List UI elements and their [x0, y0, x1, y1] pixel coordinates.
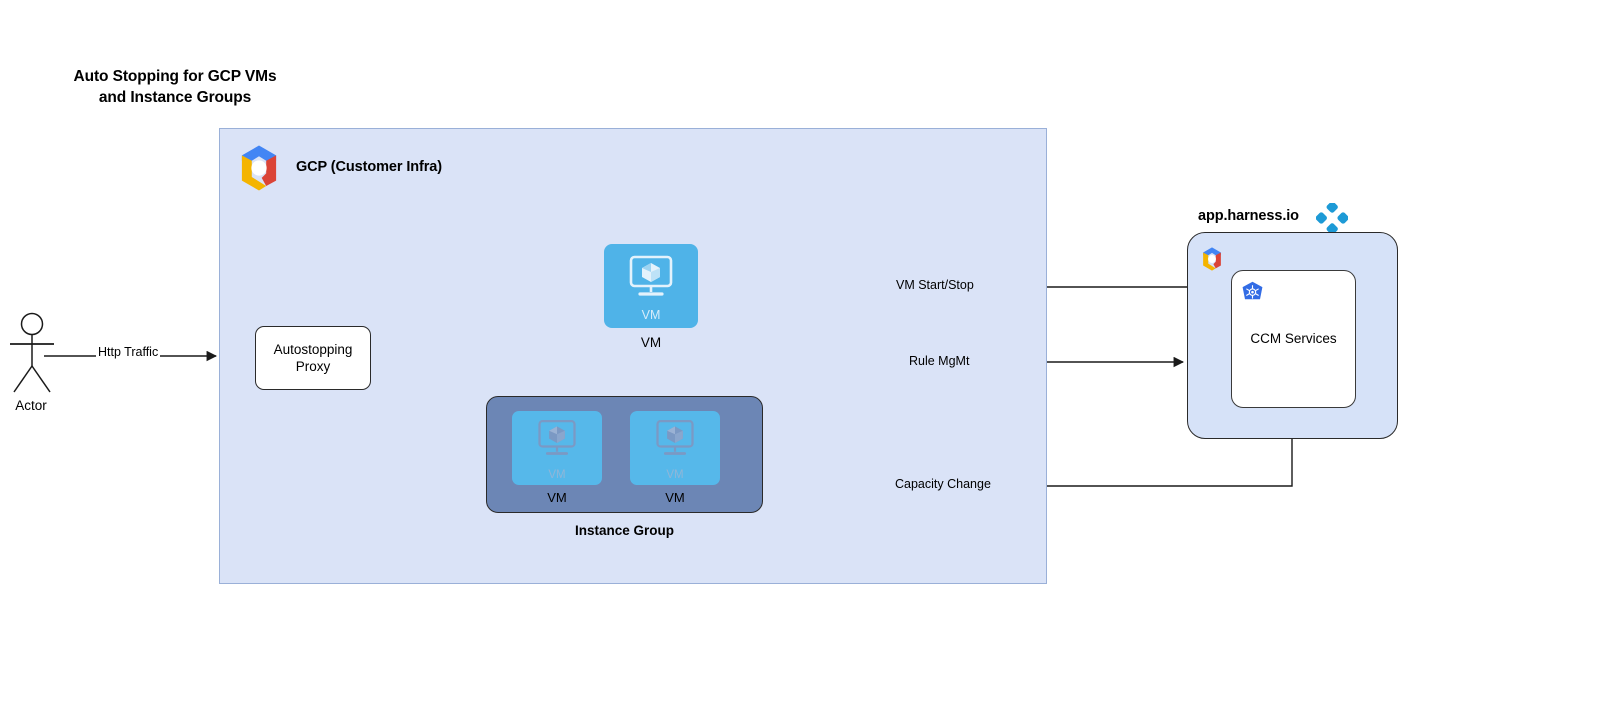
- edge-label-capacity-change: Capacity Change: [893, 477, 993, 491]
- instance-group-caption: Instance Group: [574, 523, 674, 538]
- edge-label-rule-mgmt: Rule MgMt: [907, 354, 972, 368]
- instance-group-vm-2-inner-label: VM: [666, 469, 684, 481]
- vm-caption: VM: [640, 335, 662, 350]
- instance-group-vm-2-caption: VM: [665, 490, 685, 505]
- edge-label-vm-start-stop: VM Start/Stop: [894, 278, 976, 292]
- harness-logo-icon: [1316, 203, 1348, 233]
- autostopping-proxy-node[interactable]: Autostopping Proxy: [255, 326, 371, 390]
- gcp-container-label: GCP (Customer Infra): [296, 159, 442, 175]
- ccm-services-label: CCM Services: [1250, 331, 1337, 346]
- gcp-logo-icon: [241, 145, 277, 191]
- gcp-logo-icon: [1203, 247, 1221, 271]
- vm-monitor-cube-icon: [629, 255, 673, 296]
- page-title: Auto Stopping for GCP VMs and Instance G…: [73, 68, 277, 106]
- instance-group-vm-1-inner-label: VM: [548, 469, 566, 481]
- actor-stick-figure-icon: [10, 312, 54, 393]
- vm-monitor-cube-icon: [656, 419, 694, 455]
- vm-monitor-cube-icon: [538, 419, 576, 455]
- edge-label-http-traffic: Http Traffic: [96, 345, 161, 359]
- instance-group-vm-2[interactable]: VM: [630, 411, 720, 485]
- vm-node[interactable]: VM: [604, 244, 698, 328]
- instance-group-vm-1-caption: VM: [547, 490, 567, 505]
- kubernetes-logo-icon: [1242, 281, 1263, 300]
- instance-group-vm-1[interactable]: VM: [512, 411, 602, 485]
- vm-inner-label: VM: [641, 308, 661, 322]
- harness-label: app.harness.io: [1198, 208, 1299, 224]
- instance-group-node[interactable]: VM VM VM VM: [486, 396, 763, 513]
- actor-label: Actor: [15, 398, 47, 413]
